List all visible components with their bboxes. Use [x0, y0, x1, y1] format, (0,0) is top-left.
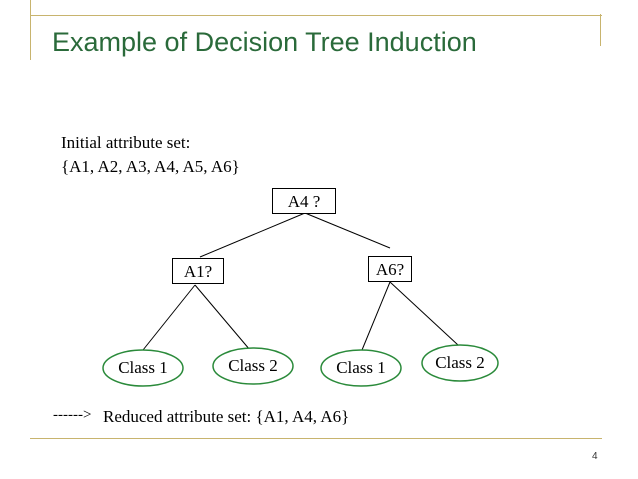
leaf-class-2b: Class 2 [435, 353, 485, 372]
dashed-arrow: ------> [53, 407, 92, 423]
node-left: A1? [172, 258, 224, 284]
leaf-class-1b: Class 1 [336, 358, 386, 377]
leaf-outline-2 [212, 347, 294, 385]
edge-left-leaf1 [142, 284, 196, 351]
title-rule [30, 15, 602, 16]
node-right: A6? [368, 256, 412, 282]
leaf-outline-1 [102, 349, 184, 387]
leaf-class-2a: Class 2 [228, 356, 278, 375]
edge-left-leaf2 [194, 284, 251, 351]
edge-right-leaf3 [361, 281, 391, 351]
edge-root-right [304, 212, 391, 249]
leaf-class-1a: Class 1 [118, 358, 168, 377]
edge-root-left [199, 212, 306, 258]
top-right-rule [600, 14, 601, 46]
leaf-outline-3 [320, 349, 402, 387]
page-number: 4 [592, 451, 598, 462]
slide-title: Example of Decision Tree Induction [52, 27, 477, 57]
initial-attribute-set: {A1, A2, A3, A4, A5, A6} [61, 157, 240, 176]
initial-attribute-label: Initial attribute set: [61, 133, 191, 152]
edge-right-leaf4 [389, 281, 459, 346]
top-left-rule [30, 0, 31, 60]
leaf-outline-4 [421, 344, 499, 382]
node-root: A4 ? [272, 188, 336, 214]
reduced-attribute-set: Reduced attribute set: {A1, A4, A6} [103, 407, 350, 426]
bottom-rule [30, 438, 602, 439]
